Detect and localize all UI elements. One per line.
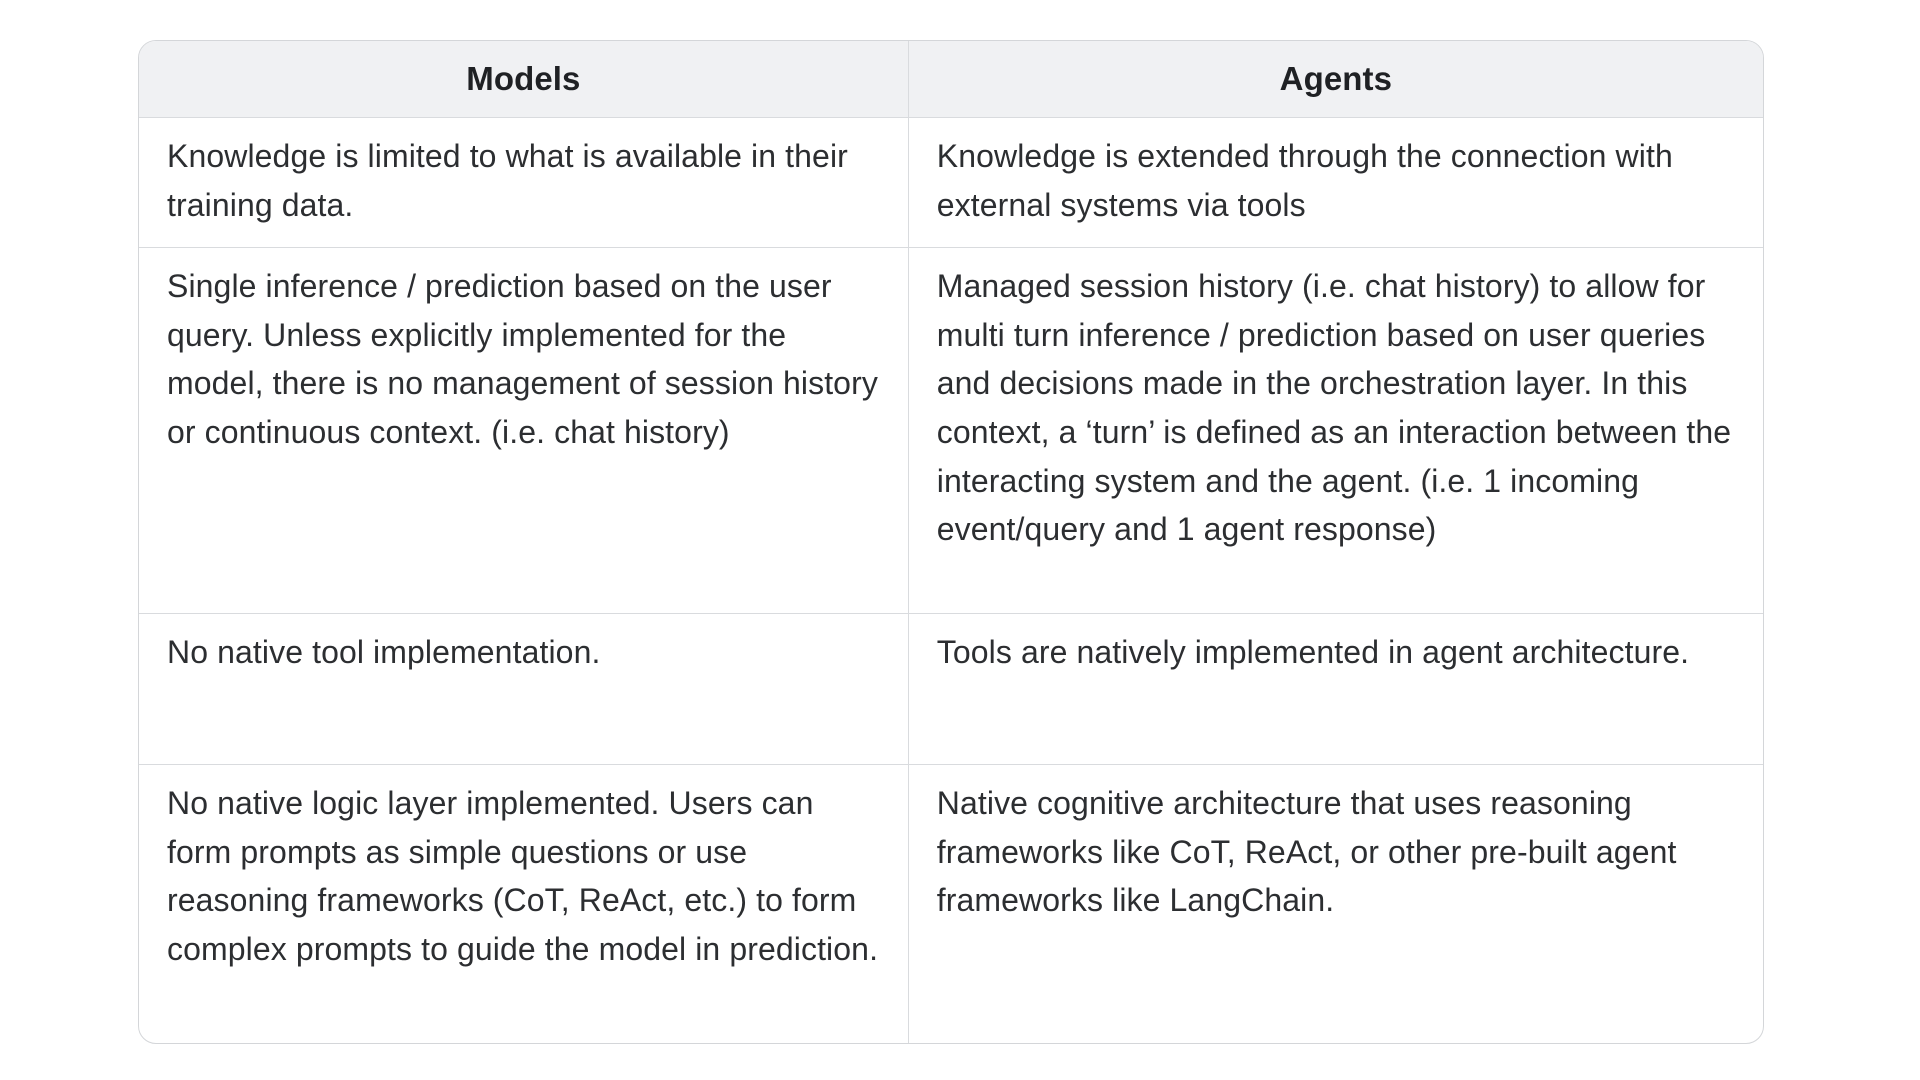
table-header-row: Models Agents [139,41,1763,117]
table-row: No native tool implementation. Tools are… [139,613,1763,764]
cell-agents-knowledge: Knowledge is extended through the connec… [936,138,1673,223]
column-header-models: Models [139,41,909,117]
cell-agents-logic-layer: Native cognitive architecture that uses … [936,785,1677,919]
cell-agents-tools: Tools are natively implemented in agent … [936,634,1690,670]
table-row: Knowledge is limited to what is availabl… [139,117,1763,247]
models-vs-agents-table: Models Agents Knowledge is limited to wh… [138,40,1764,1044]
column-header-agents: Agents [1279,59,1393,97]
cell-models-logic-layer: No native logic layer implemented. Users… [139,765,909,1043]
table-row: Single inference / prediction based on t… [139,247,1763,613]
cell-models-knowledge: Knowledge is limited to what is availabl… [139,118,909,247]
table-row: No native logic layer implemented. Users… [139,764,1763,1043]
cell-models-tools: No native tool implementation. [139,614,909,764]
cell-agents-session-history: Managed session history (i.e. chat histo… [936,268,1732,548]
cell-models-session-history: Single inference / prediction based on t… [139,248,909,613]
